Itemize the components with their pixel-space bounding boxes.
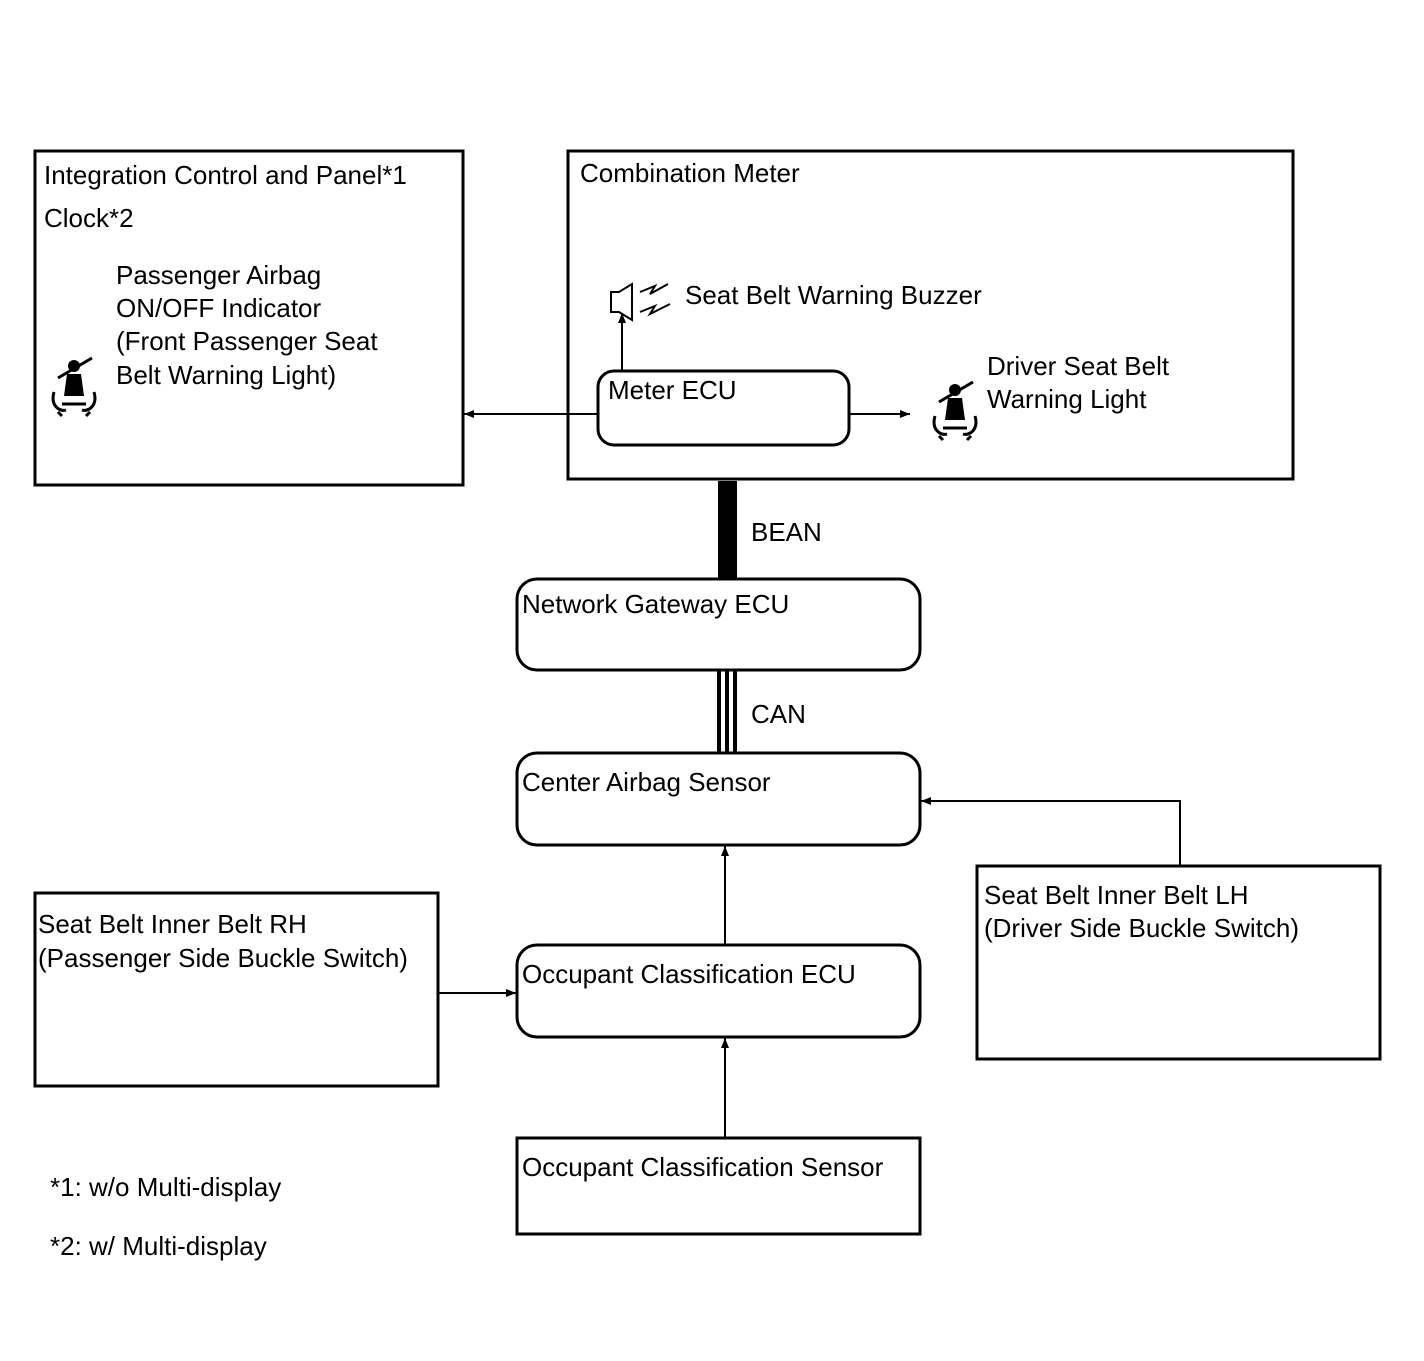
center-airbag-sensor-box	[515, 751, 922, 847]
gateway-ecu-label: Network Gateway ECU	[522, 589, 789, 619]
meter-ecu-label: Meter ECU	[608, 375, 737, 405]
gateway-ecu-box	[515, 577, 922, 672]
buzzer-label: Seat Belt Warning Buzzer	[685, 280, 982, 310]
speaker-icon	[610, 282, 671, 322]
indicator-line-2: ON/OFF Indicator	[116, 293, 321, 323]
footnote-2: *2: w/ Multi-display	[50, 1231, 267, 1261]
footnote-1: *1: w/o Multi-display	[50, 1172, 281, 1202]
occupant-sensor-box	[515, 1136, 922, 1236]
occupant-ecu-box	[515, 943, 922, 1039]
can-bus-line	[717, 671, 737, 752]
integration-box-subtitle: Clock*2	[44, 203, 134, 233]
bean-label: BEAN	[751, 517, 822, 547]
rh-switch-line-1: Seat Belt Inner Belt RH	[38, 909, 307, 939]
rh-buckle-switch-box: Seat Belt Inner Belt RH (Passenger Side …	[33, 891, 440, 1088]
combination-meter-title: Combination Meter	[580, 158, 800, 188]
integration-control-panel-box: Integration Control and Panel*1 Clock*2 …	[33, 149, 465, 487]
occupant-ecu-label: Occupant Classification ECU	[522, 959, 856, 989]
driver-light-line-1: Driver Seat Belt	[987, 351, 1170, 381]
meter-ecu-box	[596, 369, 851, 447]
integration-box-title: Integration Control and Panel*1	[44, 160, 407, 190]
center-airbag-sensor-label: Center Airbag Sensor	[522, 767, 771, 797]
lh-switch-line-1: Seat Belt Inner Belt LH	[984, 880, 1248, 910]
driver-seatbelt-icon	[932, 380, 978, 442]
can-label: CAN	[751, 699, 806, 729]
combination-meter-box: Combination Meter Seat Belt Warning Buzz…	[566, 149, 1295, 481]
lh-buckle-switch-box: Seat Belt Inner Belt LH (Driver Side Buc…	[975, 864, 1382, 1061]
indicator-line-3: (Front Passenger Seat	[116, 326, 378, 356]
passenger-seatbelt-icon	[51, 356, 97, 418]
arrow-lh-to-center-airbag	[921, 797, 1181, 866]
lh-switch-line-2: (Driver Side Buckle Switch)	[984, 913, 1299, 943]
rh-switch-line-2: (Passenger Side Buckle Switch)	[38, 943, 408, 973]
indicator-line-4: Belt Warning Light)	[116, 360, 336, 390]
indicator-line-1: Passenger Airbag	[116, 260, 321, 290]
driver-light-line-2: Warning Light	[987, 384, 1147, 414]
bean-bus-line	[718, 481, 737, 579]
occupant-sensor-label: Occupant Classification Sensor	[522, 1152, 884, 1182]
